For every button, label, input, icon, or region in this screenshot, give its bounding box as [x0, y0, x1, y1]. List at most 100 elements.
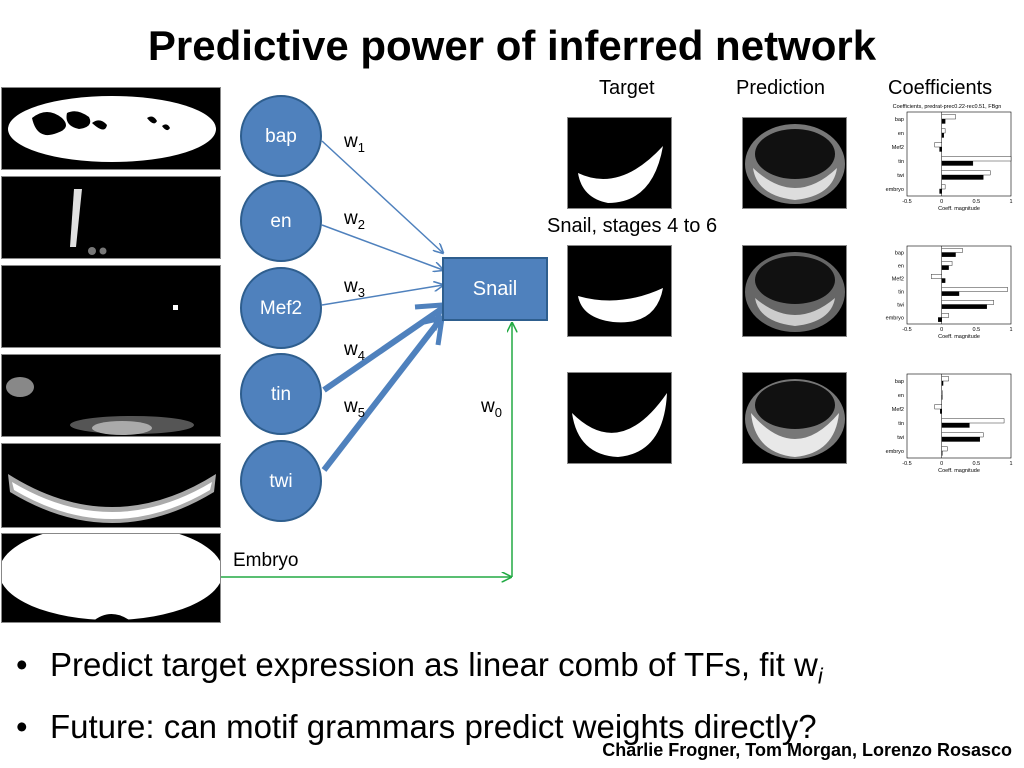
edge-tin-snail: [322, 307, 442, 393]
target-image-1: [567, 117, 672, 209]
coef-bar: [941, 184, 946, 190]
coef-category-label: embryo: [886, 316, 904, 322]
edge-mef2-snail: [321, 285, 443, 306]
tf-label-en: en: [270, 211, 292, 232]
coef-bar: [941, 287, 1008, 292]
coef-category-label: twi: [897, 435, 904, 441]
weight-label-1: w1: [344, 131, 365, 155]
coef-category-label: bap: [895, 379, 904, 385]
tf-node-tin: [240, 353, 322, 435]
prediction-image-1: [742, 117, 847, 209]
bullet-list: Predict target expression as linear comb…: [10, 640, 1010, 763]
coef-bar: [941, 160, 974, 166]
coef-tick-label: -0.5: [902, 199, 911, 205]
coef-bar: [941, 114, 956, 120]
coef-bar: [941, 170, 991, 176]
coef-bar: [941, 313, 949, 318]
coef-bar: [941, 380, 944, 386]
coef-category-label: tin: [898, 159, 904, 165]
embryo-expression-image: [1, 533, 221, 623]
target-label-snail: Snail: [472, 278, 518, 300]
weight-label-2: w2: [344, 208, 365, 232]
tin-expression-image: [1, 354, 221, 437]
bullet-item: Predict target expression as linear comb…: [10, 640, 1010, 702]
coef-category-label: embryo: [886, 187, 904, 193]
tf-node-bap: [240, 95, 322, 177]
coef-category-label: twi: [897, 303, 904, 309]
coef-category-label: twi: [897, 173, 904, 179]
coef-bar: [941, 422, 970, 428]
weight-label-4: w4: [344, 339, 365, 363]
coef-tick-label: 0: [940, 461, 943, 467]
target-column-header: Target: [599, 77, 655, 99]
prediction-image-3: [742, 372, 847, 464]
coef-tick-label: 0: [940, 327, 943, 333]
coef-category-label: en: [898, 131, 904, 137]
target-image-2: [567, 245, 672, 337]
stages-label: Snail, stages 4 to 6: [547, 215, 718, 237]
edge-twi-snail: [321, 318, 443, 472]
coef-category-label: en: [898, 264, 904, 270]
weight-label-5: w5: [344, 396, 365, 420]
tf-label-mef2: Mef2: [259, 298, 303, 319]
coef-plot-frame: [906, 373, 1012, 459]
coef-chart-title: Coefficients, predrat-prec0.22-rec0.51, …: [893, 104, 1002, 110]
twi-expression-image: [1, 443, 221, 528]
coefficients-column-header: Coefficients: [888, 77, 993, 99]
tf-node-en: [240, 180, 322, 262]
weight-label-3: w3: [344, 276, 365, 300]
coef-bar: [941, 128, 946, 134]
embryo-label: Embryo: [233, 550, 299, 571]
coef-tick-label: 1: [1009, 199, 1012, 205]
coef-bar: [941, 376, 949, 382]
bap-expression-image: [1, 87, 221, 170]
coef-bar: [941, 132, 944, 138]
tf-node-mef2: [240, 267, 322, 349]
coef-tick-label: 0.5: [973, 461, 981, 467]
coef-axis-label: Coeff. magnitude: [938, 468, 980, 474]
coef-tick-label: -0.5: [902, 327, 911, 333]
coefficients-chart-1: Coefficients, predrat-prec0.22-rec0.51, …: [877, 100, 1017, 214]
target-image-3: [567, 372, 672, 464]
coef-bar: [941, 436, 980, 442]
coef-bar: [941, 304, 987, 309]
en-expression-image: [1, 176, 221, 259]
prediction-column-header: Prediction: [736, 77, 825, 99]
mef2-expression-image: [1, 265, 221, 348]
coef-category-label: embryo: [886, 449, 904, 455]
coef-bar: [941, 291, 960, 296]
coef-bar: [941, 118, 946, 124]
coef-axis-label: Coeff. magnitude: [938, 206, 980, 212]
coef-bar: [931, 274, 942, 279]
target-node-snail: [442, 257, 548, 321]
credits: Charlie Frogner, Tom Morgan, Lorenzo Ros…: [602, 740, 1012, 760]
coef-bar: [941, 300, 994, 305]
coef-bar: [939, 146, 942, 152]
coef-bar: [941, 390, 943, 396]
coef-tick-label: 1: [1009, 461, 1012, 467]
coef-bar: [941, 261, 953, 266]
edge-en-snail: [321, 224, 443, 270]
coef-category-label: tin: [898, 421, 904, 427]
coef-bar: [940, 408, 942, 414]
coef-bar: [941, 156, 1012, 162]
coef-bar: [941, 394, 943, 400]
coef-category-label: Mef2: [892, 407, 904, 413]
coef-bar: [941, 174, 984, 180]
coef-tick-label: 1: [1009, 327, 1012, 333]
coef-tick-label: 0: [940, 199, 943, 205]
coef-tick-label: 0.5: [973, 327, 981, 333]
regulatory-network-diagram: [221, 95, 548, 640]
edge-bap-snail: [321, 140, 443, 253]
coef-category-label: bap: [895, 117, 904, 123]
coef-bar: [941, 248, 963, 253]
bullet-item: Future: can motif grammars predict weigh…: [10, 702, 1010, 764]
coef-category-label: Mef2: [892, 277, 904, 283]
tf-label-bap: bap: [265, 126, 297, 147]
tf-node-twi: [240, 440, 322, 522]
coef-category-label: bap: [895, 251, 904, 257]
slide-title: Predictive power of inferred network: [147, 22, 877, 69]
coef-tick-label: 0.5: [973, 199, 981, 205]
